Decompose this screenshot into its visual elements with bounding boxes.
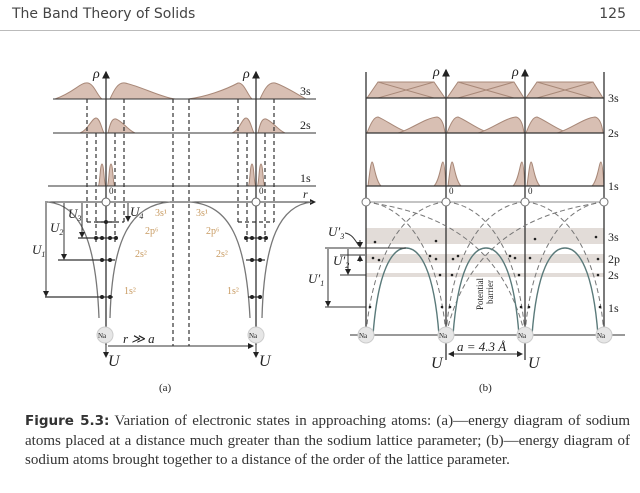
energy-bands-b	[366, 228, 604, 277]
atom-na-b2: Na	[439, 332, 448, 340]
density-curves-b	[366, 81, 605, 187]
panel-a-label: (a)	[159, 382, 172, 394]
density-curves-a	[54, 82, 307, 187]
panel-b-labels: ρ ρ 3s 2s 1s 0 0 3s 2p 2s 1s U′1 U′2 U′3…	[308, 65, 620, 394]
config-2s-a1: 2s²	[135, 249, 147, 260]
orbital-2s-a: 2s	[300, 118, 311, 132]
orbital-2s-b: 2s	[608, 126, 619, 140]
atom-na-b4: Na	[597, 332, 606, 340]
origin-a2: 0	[259, 186, 264, 196]
U1-prime-label: U′1	[308, 271, 324, 288]
band-2s: 2s	[608, 268, 619, 282]
energy-arrows-a	[43, 203, 131, 297]
origin-b1: 0	[449, 186, 454, 196]
config-3s-a2: 3s¹	[196, 208, 208, 219]
lattice-parameter-label: a = 4.3 Å	[457, 339, 506, 354]
orbital-1s-b: 1s	[608, 179, 619, 193]
config-2p-a2: 2p⁶	[206, 226, 220, 237]
origin-b2: 0	[528, 186, 533, 196]
nuclei-b	[357, 326, 613, 344]
dashed-boundaries-a	[86, 99, 275, 346]
atom-na-a2: Na	[249, 332, 258, 340]
orbital-3s-a: 3s	[300, 84, 311, 98]
orbital-1s-a: 1s	[300, 171, 311, 185]
barrier-line1: Potential	[475, 278, 485, 310]
r-axis-label: r	[303, 187, 308, 201]
barrier-line2: barrier	[485, 280, 495, 304]
figure-5-3: ρ ρ 3s 2s 1s r 0 0 U1 U2 U3 U4 3s¹ 2p⁶ 2…	[32, 65, 625, 394]
U-axis-a2: U	[259, 353, 272, 370]
config-1s-a2: 1s²	[227, 286, 239, 297]
energy-levels-b	[325, 232, 406, 308]
distance-label: r ≫ a	[123, 331, 155, 346]
potential-barrier-label: Potential barrier	[475, 278, 495, 310]
page-number: 125	[599, 6, 626, 22]
rho-label-b2: ρ	[511, 65, 519, 80]
header-rule	[0, 30, 640, 31]
band-3s: 3s	[608, 230, 619, 244]
caption-label: Figure 5.3:	[25, 413, 110, 429]
U1-label-a: U1	[32, 242, 45, 259]
figure-caption: Figure 5.3: Variation of electronic stat…	[25, 412, 630, 471]
rho-label-a2: ρ	[242, 67, 250, 82]
U2-label-a: U2	[50, 220, 63, 237]
rho-label-b1: ρ	[432, 65, 440, 80]
electrons-a	[94, 220, 268, 299]
band-2p: 2p	[608, 252, 620, 266]
origin-a1: 0	[109, 186, 114, 196]
panel-b-label: (b)	[479, 382, 492, 394]
U-axis-b1: U	[431, 355, 444, 372]
U3-prime-label: U′3	[328, 224, 344, 241]
band-1s: 1s	[608, 301, 619, 315]
config-2s-a2: 2s²	[216, 249, 228, 260]
U-axis-b2: U	[528, 355, 541, 372]
U3-label-a: U3	[68, 206, 81, 223]
panel-b	[325, 68, 625, 360]
config-3s-a1: 3s¹	[155, 208, 167, 219]
dashed-potential-arcs-b	[365, 201, 605, 336]
origin-circles-b	[361, 197, 609, 207]
orbital-3s-b: 3s	[608, 91, 619, 105]
atom-na-b1: Na	[359, 332, 368, 340]
atom-na-b3: Na	[518, 332, 527, 340]
rho-label-a1: ρ	[92, 67, 100, 82]
U2-prime-label: U′2	[333, 253, 349, 270]
U-axis-a1: U	[108, 353, 121, 370]
atom-na-a1: Na	[98, 332, 107, 340]
panel-a-labels: ρ ρ 3s 2s 1s r 0 0 U1 U2 U3 U4 3s¹ 2p⁶ 2…	[32, 67, 311, 394]
caption-text: Variation of electronic states in approa…	[25, 413, 631, 468]
running-header-title: The Band Theory of Solids	[12, 6, 196, 22]
U4-label-a: U4	[130, 204, 143, 221]
config-2p-a1: 2p⁶	[145, 226, 159, 237]
panel-a	[43, 70, 316, 358]
electrons-b	[368, 235, 602, 309]
config-1s-a1: 1s²	[124, 286, 136, 297]
